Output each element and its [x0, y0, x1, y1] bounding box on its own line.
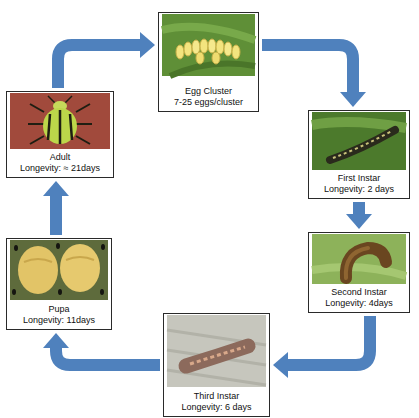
stage-name: Egg Cluster [159, 86, 258, 97]
larva [346, 248, 386, 278]
larva-highlight [346, 248, 368, 278]
stage-box: First InstarLongevity: 2 days [308, 110, 410, 199]
larva-stripe [333, 131, 392, 158]
stage-name: First Instar [309, 173, 409, 184]
first-instar-photo [312, 112, 406, 170]
pupa-shape [60, 244, 100, 292]
stage-name: Second Instar [309, 287, 409, 298]
stage-box: Second InstarLongevity: 4days [308, 232, 410, 313]
pupa-shape [18, 246, 58, 294]
cycle-arrow [346, 202, 372, 229]
arrow-shaft [353, 202, 365, 215]
arrow-head [43, 181, 69, 196]
stage-note: 7-25 eggs/cluster [159, 97, 258, 108]
text-group: Third InstarLongevity: 6 days [164, 391, 269, 413]
adult-photo [10, 93, 110, 149]
pupa-photo [10, 240, 108, 300]
stage-note: Longevity: 11days [7, 315, 111, 326]
second-instar-photo [312, 234, 406, 284]
leaf [162, 14, 255, 76]
stage-note: Longevity: 6 days [164, 402, 269, 413]
arrow-shaft [56, 347, 160, 365]
speck [56, 243, 60, 249]
egg [212, 52, 220, 64]
egg [208, 39, 216, 53]
beetle-body [43, 108, 77, 144]
leaf-vein [312, 122, 406, 128]
egg [196, 52, 204, 64]
stage-name: Adult [7, 152, 113, 163]
speck [12, 289, 16, 295]
cycle-arrow [43, 333, 160, 365]
third-instar-photo [167, 315, 266, 387]
stage-box: PupaLongevity: 11days [6, 238, 112, 330]
egg [232, 45, 240, 59]
arrow-head [340, 92, 366, 107]
arrow-head [43, 333, 69, 348]
arrow-shaft [50, 195, 62, 235]
stage-name: Pupa [7, 304, 111, 315]
cycle-arrow [273, 316, 370, 378]
speck [101, 244, 105, 250]
leaf [312, 112, 406, 170]
larva [330, 130, 395, 160]
arrow-head [273, 352, 288, 378]
larva-stripe [190, 347, 245, 364]
background [10, 240, 108, 300]
speck [14, 245, 18, 251]
speck [100, 289, 104, 295]
leaf-texture [167, 330, 266, 385]
speck [58, 289, 62, 295]
arrow-shaft [262, 45, 353, 93]
stage-box: AdultLongevity: ≈ 21days [6, 91, 114, 178]
leaf [167, 315, 266, 387]
leaf-vein [162, 27, 255, 40]
stage-box: Egg Cluster7-25 eggs/cluster [158, 12, 259, 112]
leaf [312, 234, 406, 284]
stage-name: Third Instar [164, 391, 269, 402]
stage-note: Longevity: ≈ 21days [7, 163, 113, 174]
background [10, 93, 110, 149]
stage-note: Longevity: 2 days [309, 184, 409, 195]
leaf-vein [170, 64, 255, 76]
beetle-stripes [48, 110, 72, 144]
cycle-arrow [58, 32, 155, 88]
leaf-vein [312, 267, 406, 276]
pupa-ridge [24, 257, 94, 262]
arrow-head [346, 214, 372, 229]
cycle-arrow [43, 181, 69, 235]
text-group: PupaLongevity: 11days [7, 304, 111, 326]
stage-box: Third InstarLongevity: 6 days [163, 313, 270, 417]
text-group: Second InstarLongevity: 4days [309, 287, 409, 309]
cycle-arrow [262, 45, 366, 107]
arrow-shaft [287, 316, 370, 365]
text-group: AdultLongevity: ≈ 21days [7, 152, 113, 174]
egg [200, 39, 208, 53]
egg [176, 45, 184, 59]
beetle-legs [28, 104, 92, 144]
egg [224, 42, 232, 56]
larva [186, 346, 248, 366]
egg-photo [162, 14, 255, 76]
stage-note: Longevity: 4days [309, 298, 409, 309]
specks [12, 243, 105, 295]
text-group: Egg Cluster7-25 eggs/cluster [159, 86, 258, 108]
arrow-head [140, 32, 155, 58]
arrow-shaft [58, 45, 141, 88]
egg [184, 42, 192, 56]
text-group: First InstarLongevity: 2 days [309, 173, 409, 195]
